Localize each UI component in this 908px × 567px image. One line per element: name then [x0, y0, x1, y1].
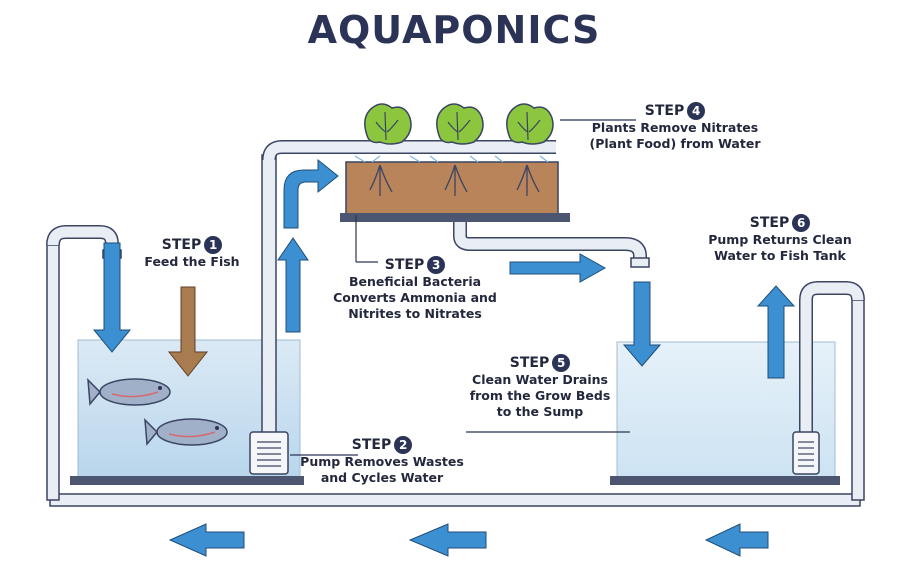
- step-5-line-2: from the Grow Beds: [469, 388, 611, 403]
- top-pipe: [262, 140, 556, 161]
- step-1-number: 1: [204, 236, 223, 254]
- arrow-left-icon: [168, 523, 245, 557]
- arrow-left-icon: [408, 523, 487, 557]
- step-5-word: STEP: [509, 355, 550, 371]
- step-4-line-1: Plants Remove Nitrates: [591, 120, 759, 135]
- arrow-curve-icon: [283, 158, 339, 229]
- step-3-word: STEP: [384, 257, 425, 273]
- return-pump-icon: [792, 281, 865, 475]
- pump-icon: [249, 154, 289, 475]
- arrow-down-icon: [92, 242, 132, 353]
- fish-icon: [87, 378, 171, 406]
- step-2-line-1: Pump Removes Wastes: [300, 454, 464, 469]
- food-arrow-icon: [167, 286, 209, 377]
- step-2-word: STEP: [351, 437, 392, 453]
- step-3-number: 3: [427, 256, 446, 274]
- step-2-number: 2: [394, 436, 413, 454]
- step-6-line-2: Water to Fish Tank: [714, 248, 846, 263]
- grow-bed: [340, 155, 570, 222]
- step-6-word: STEP: [749, 215, 790, 231]
- fish-icon: [144, 418, 228, 446]
- plant-icon: [364, 103, 412, 145]
- step-2-line-2: and Cycles Water: [320, 470, 444, 485]
- leader-lines: [290, 119, 636, 456]
- step-4-number: 4: [687, 102, 706, 120]
- step-5-line-3: to the Sump: [496, 404, 584, 419]
- step-6-number: 6: [792, 214, 811, 232]
- arrow-left-icon: [704, 523, 769, 557]
- diagram-title: AQUAPONICS: [307, 8, 601, 52]
- plant-icon: [506, 103, 554, 145]
- drain-pipe: [453, 222, 650, 268]
- plant-icon: [436, 103, 484, 145]
- step-3-line-1: Beneficial Bacteria: [348, 274, 482, 289]
- step-3-line-2: Converts Ammonia and: [333, 290, 497, 305]
- arrow-down-icon: [622, 281, 662, 367]
- step-5-number: 5: [552, 354, 571, 372]
- step-1-word: STEP: [161, 237, 202, 253]
- arrow-up-icon: [277, 237, 309, 333]
- step-5-line-1: Clean Water Drains: [472, 372, 608, 387]
- arrow-up-icon: [756, 285, 796, 379]
- arrow-right-icon: [509, 253, 607, 283]
- bottom-pipe: [46, 244, 865, 507]
- step-4-line-2: (Plant Food) from Water: [589, 136, 761, 151]
- step-6-line-1: Pump Returns Clean: [708, 232, 852, 247]
- step-4-word: STEP: [644, 103, 685, 119]
- step-1-desc: Feed the Fish: [144, 254, 240, 269]
- step-3-line-3: Nitrites to Nitrates: [348, 306, 482, 321]
